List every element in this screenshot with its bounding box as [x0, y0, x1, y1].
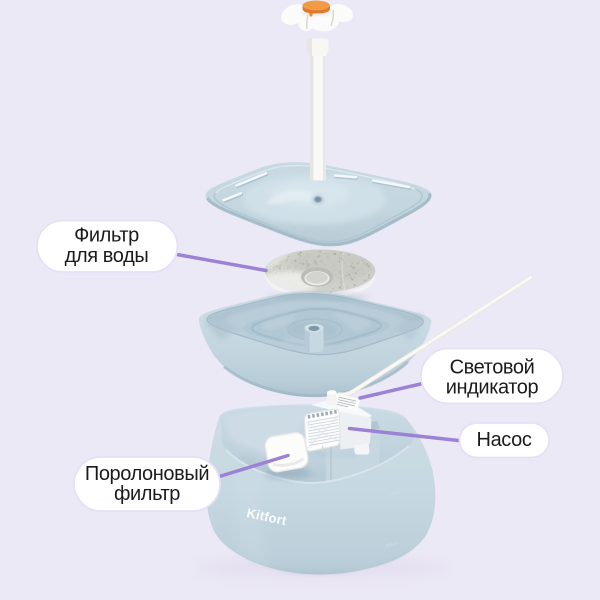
svg-text:Насос: Насос: [477, 429, 532, 451]
svg-text:Фильтр: Фильтр: [74, 225, 139, 247]
svg-text:Kitfort: Kitfort: [388, 489, 401, 497]
svg-text:индикатор: индикатор: [446, 377, 539, 399]
svg-text:Поролоновый: Поролоновый: [85, 463, 209, 485]
svg-text:фильтр: фильтр: [114, 483, 180, 505]
svg-text:для воды: для воды: [65, 245, 149, 267]
svg-text:Kitfort: Kitfort: [385, 541, 398, 548]
svg-text:Световой: Световой: [450, 357, 535, 379]
